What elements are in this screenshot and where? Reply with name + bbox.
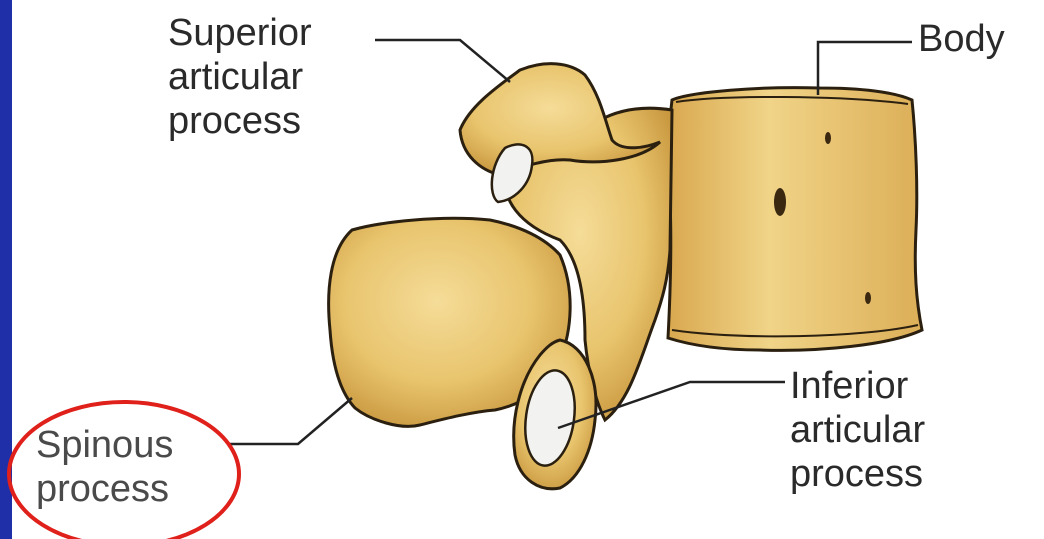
body-foramen-1 <box>774 188 786 216</box>
label-body-text: Body <box>918 17 1005 61</box>
body-foramen-2 <box>825 132 831 144</box>
label-superior-line-2: articular <box>168 55 312 99</box>
label-inferior-line-1: Inferior <box>790 364 925 408</box>
label-spinous-line-1: Spinous <box>36 423 173 467</box>
leader-line-superior <box>375 40 510 82</box>
vertebral-body <box>668 88 922 351</box>
label-superior-line-3: process <box>168 99 312 143</box>
label-spinous-line-2: process <box>36 467 173 511</box>
label-inferior-line-2: articular <box>790 408 925 452</box>
leader-line-spinous <box>228 398 352 444</box>
body-foramen-3 <box>865 292 871 304</box>
label-superior-articular-process: Superior articular process <box>168 11 312 143</box>
label-inferior-articular-process: Inferior articular process <box>790 364 925 496</box>
label-inferior-line-3: process <box>790 452 925 496</box>
label-superior-line-1: Superior <box>168 11 312 55</box>
label-body: Body <box>918 17 1005 61</box>
label-spinous-process: Spinous process <box>36 423 173 511</box>
